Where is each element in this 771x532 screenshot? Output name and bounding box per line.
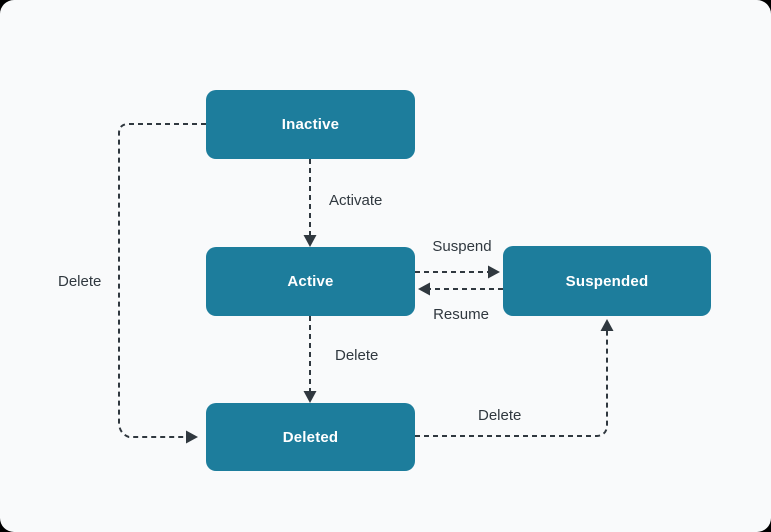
arrowhead-down-icon: [303, 235, 317, 247]
transition-label-activate: Activate: [329, 192, 383, 209]
arrowhead-right-icon: [488, 265, 500, 279]
state-node-suspended: Suspended: [503, 246, 711, 316]
edge-delete-inactive: [118, 123, 206, 438]
arrowhead-up-icon: [600, 319, 614, 331]
state-label: Active: [287, 273, 334, 290]
transition-label-delete-inactive: Delete: [58, 273, 102, 290]
state-node-inactive: Inactive: [206, 90, 415, 159]
state-label: Inactive: [281, 116, 340, 133]
state-node-deleted: Deleted: [206, 403, 415, 471]
arrowhead-right-icon: [186, 430, 198, 444]
transition-label-delete-active: Delete: [335, 347, 379, 364]
state-label: Suspended: [565, 272, 649, 290]
arrowhead-down-icon: [303, 391, 317, 403]
transition-label-resume: Resume: [433, 306, 489, 323]
arrowhead-left-icon: [418, 282, 430, 296]
state-label: Deleted: [282, 428, 339, 446]
transition-label-delete-deleted: Delete: [478, 407, 522, 424]
transition-label-suspend: Suspend: [432, 238, 492, 255]
state-node-active: Active: [206, 247, 415, 316]
